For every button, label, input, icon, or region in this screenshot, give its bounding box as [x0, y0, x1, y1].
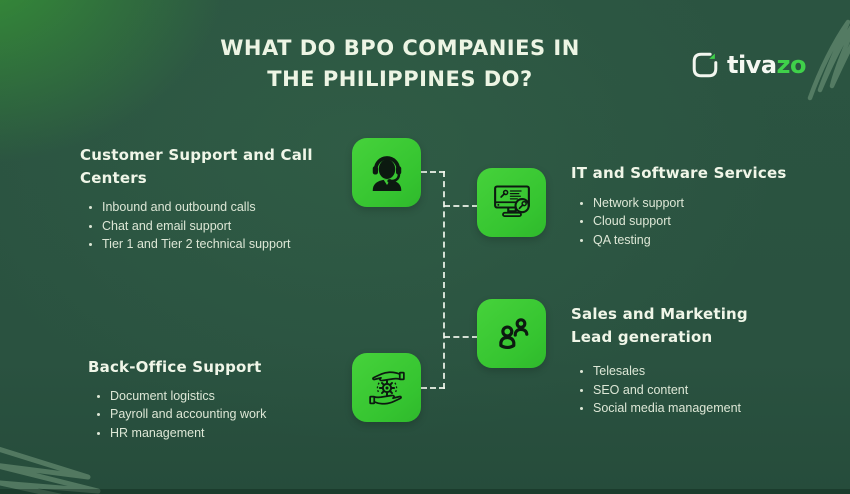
list-item: Document logistics [110, 387, 266, 406]
section-title: Customer Support and Call Centers [80, 146, 313, 187]
list-item: SEO and content [593, 381, 748, 400]
hands-gear-icon [368, 370, 405, 405]
tivazo-logo: tivazo [690, 50, 807, 80]
section-customer-support: Customer Support and Call Centers Inboun… [80, 144, 313, 254]
logo-text-accent: zo [776, 51, 807, 79]
section-bullet-list: Telesales SEO and content Social media m… [571, 362, 748, 418]
section-title: Back-Office Support [88, 358, 262, 376]
section-it-software-services: IT and Software Services Network support… [571, 162, 786, 249]
connector-line [444, 205, 478, 207]
connector-line [443, 171, 445, 389]
connector-line [421, 387, 445, 389]
list-item: HR management [110, 424, 266, 443]
page-title: WHAT DO BPO COMPANIES IN THE PHILIPPINES… [130, 33, 670, 95]
team-people-icon [498, 317, 528, 349]
section-title: IT and Software Services [571, 164, 787, 182]
section-bullet-list: Network support Cloud support QA testing [571, 194, 786, 250]
bottom-edge-shade [0, 489, 850, 494]
sales-marketing-icon-tile [477, 299, 546, 368]
list-item: Inbound and outbound calls [102, 198, 313, 217]
list-item: Payroll and accounting work [110, 405, 266, 424]
page-title-line-2: THE PHILIPPINES DO? [267, 67, 533, 91]
customer-support-icon-tile [352, 138, 421, 207]
list-item: Tier 1 and Tier 2 technical support [102, 235, 313, 254]
list-item: Cloud support [593, 212, 786, 231]
section-title: Sales and Marketing Lead generation [571, 305, 748, 346]
page-title-line-1: WHAT DO BPO COMPANIES IN [220, 36, 580, 60]
tivazo-logo-icon [692, 52, 718, 78]
connector-line [444, 336, 478, 338]
logo-text-primary: tiva [726, 51, 777, 79]
list-item: Chat and email support [102, 217, 313, 236]
it-support-monitor-icon [493, 184, 530, 217]
corner-scribble-decoration [807, 19, 850, 101]
list-item: QA testing [593, 231, 786, 250]
list-item: Network support [593, 194, 786, 213]
list-item: Telesales [593, 362, 748, 381]
corner-scribble-decoration [0, 446, 101, 494]
section-bullet-list: Document logistics Payroll and accountin… [88, 387, 266, 443]
it-services-icon-tile [477, 168, 546, 237]
section-bullet-list: Inbound and outbound calls Chat and emai… [80, 198, 313, 254]
back-office-icon-tile [352, 353, 421, 422]
list-item: Social media management [593, 399, 748, 418]
logo-wordmark: tivazo [726, 51, 807, 79]
section-back-office-support: Back-Office Support Document logistics P… [88, 356, 266, 442]
section-sales-marketing: Sales and Marketing Lead generation Tele… [571, 303, 748, 418]
call-center-agent-icon [372, 155, 401, 191]
connector-line [421, 171, 445, 173]
